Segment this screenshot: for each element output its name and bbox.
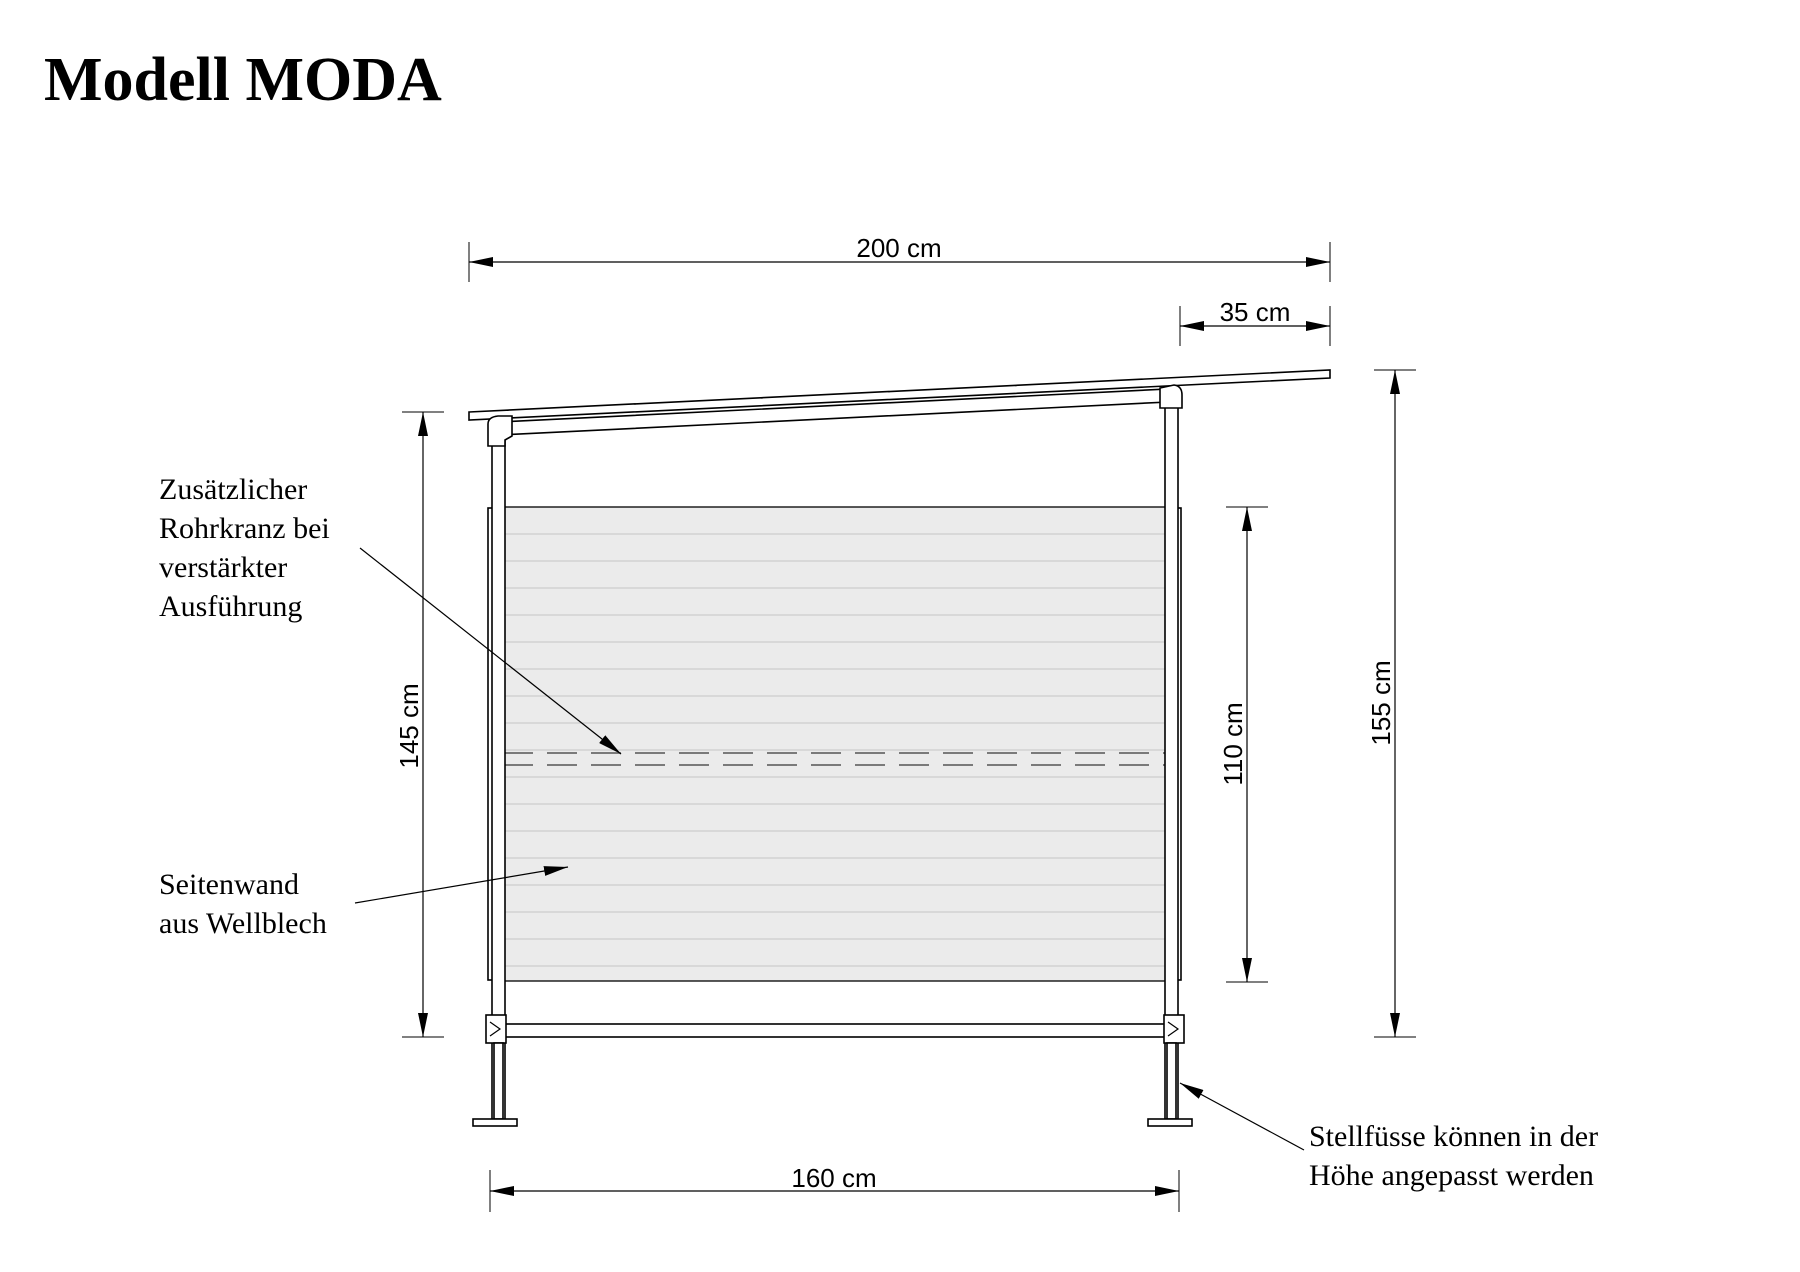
annotation-feet-line-1: Stellfüsse können in der [1309,1120,1598,1153]
annotation-side-wall: Seitenwand aus Wellblech [159,866,569,940]
tee-fitting-rear [1163,1014,1185,1044]
annotation-pipe-ring-line-1: Zusätzlicher [159,473,307,506]
dimension-label-front-height: 145 cm [394,683,424,768]
dimension-total-width: 200 cm [468,233,1331,282]
corner-fitting-front [487,415,513,447]
tee-fitting-front [485,1014,507,1044]
annotation-side-wall-line-2: aus Wellblech [159,907,327,940]
dimension-label-overhang: 35 cm [1220,297,1291,327]
adjustable-foot-rear-plate [1147,1118,1193,1127]
dimension-label-base-width: 160 cm [791,1163,876,1193]
adjustable-foot-rear-stem [1166,1042,1177,1120]
annotation-pipe-ring: Zusätzlicher Rohrkranz bei verstärkter A… [159,473,622,755]
annotation-feet-line-2: Höhe angepasst werden [1309,1159,1594,1192]
leader-feet [1179,1082,1305,1151]
dimension-rear-height: 155 cm [1366,369,1416,1038]
side-wall-panel [502,506,1167,982]
rear-post [1164,402,1179,1121]
dimension-label-rear-height: 155 cm [1366,660,1396,745]
annotation-feet: Stellfüsse können in der Höhe angepasst … [1179,1082,1598,1192]
roof-sheet [468,369,1331,421]
bottom-rail [504,1023,1166,1038]
corrugation-ribs [503,533,1166,967]
dimension-panel-height: 110 cm [1218,506,1268,983]
page-title: Modell MODA [44,46,442,114]
dimension-label-panel-height: 110 cm [1218,702,1248,785]
leader-pipe-ring [359,547,622,755]
dimension-front-height: 145 cm [394,411,444,1038]
annotation-pipe-ring-line-4: Ausführung [159,590,302,623]
dimension-overhang: 35 cm [1179,297,1331,346]
shelter-structure [468,369,1331,1127]
corner-fitting-rear [1159,384,1183,409]
annotation-pipe-ring-line-3: verstärkter [159,551,287,584]
adjustable-foot-front-plate [472,1118,518,1127]
adjustable-foot-front-stem [493,1042,504,1120]
leader-side-wall [354,866,569,904]
annotation-pipe-ring-line-2: Rohrkranz bei [159,512,330,545]
dimension-label-total-width: 200 cm [856,233,941,263]
annotation-side-wall-line-1: Seitenwand [159,868,299,901]
dimension-base-width: 160 cm [489,1163,1180,1212]
